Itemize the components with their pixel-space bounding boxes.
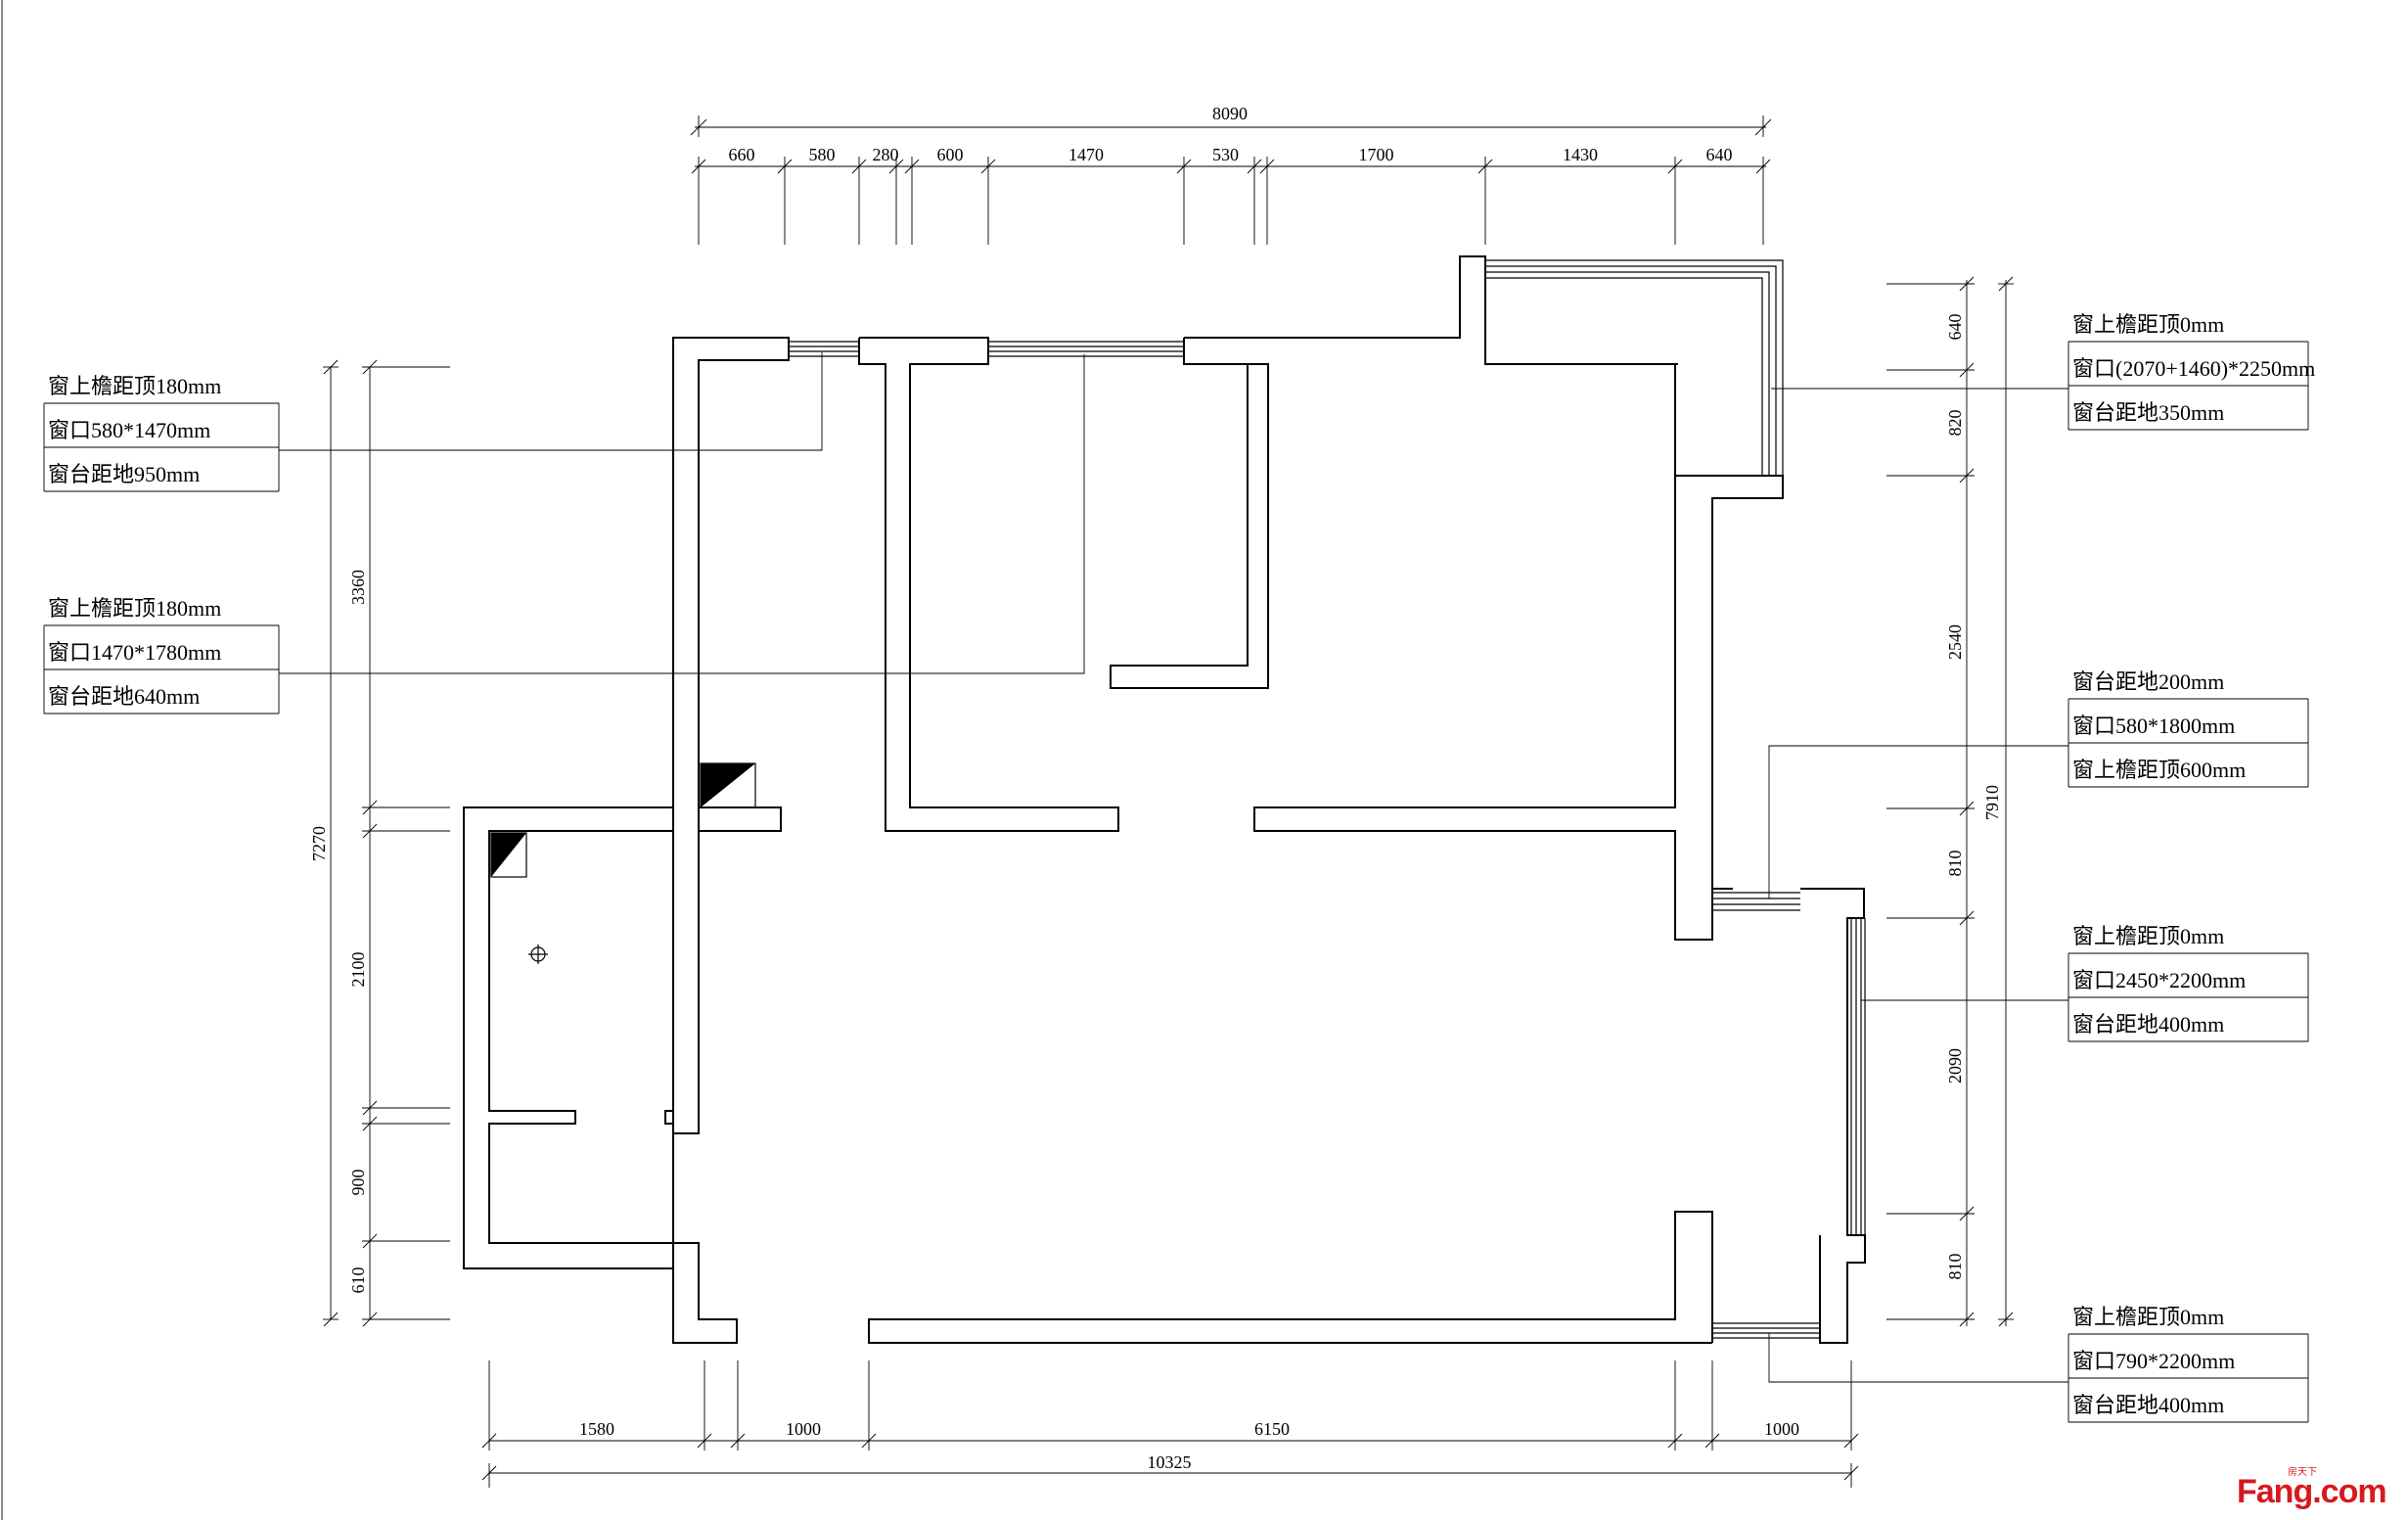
leader-right-4 <box>1768 1333 2068 1383</box>
window-notes: 窗上檐距顶180mm 窗口580*1470mm 窗台距地950mm 窗上檐距顶180… <box>43 312 2315 1423</box>
dim-bottom-segment: 6150 <box>1254 1419 1290 1439</box>
dim-top-total: 8090 <box>1212 104 1248 123</box>
dim-top-segment: 660 <box>729 145 755 164</box>
window-top-2 <box>988 341 1184 357</box>
window-note-line: 窗口580*1800mm <box>2072 714 2235 738</box>
walls <box>463 255 1866 1344</box>
window-note-line: 窗口2450*2200mm <box>2072 968 2246 992</box>
dim-top-segment: 600 <box>937 145 964 164</box>
dimension-geometry <box>323 115 2014 1488</box>
window-right-small <box>1712 892 1800 911</box>
note-table-left-2: 窗上檐距顶180mm 窗口1470*1780mm 窗台距地640mm <box>43 596 280 714</box>
note-table-right-2: 窗台距地200mm 窗口580*1800mm 窗上檐距顶600mm <box>2067 669 2309 788</box>
note-table-left-1: 窗上檐距顶180mm 窗口580*1470mm 窗台距地950mm <box>43 374 280 492</box>
dim-top-segment: 640 <box>1706 145 1733 164</box>
dim-bottom-segment: 1000 <box>786 1419 821 1439</box>
dim-left-segment: 3360 <box>348 570 368 605</box>
dim-bottom-segment: 1580 <box>579 1419 614 1439</box>
note-table-right-3: 窗上檐距顶0mm 窗口2450*2200mm 窗台距地400mm <box>2067 924 2309 1042</box>
window-note-line: 窗上檐距顶0mm <box>2072 1305 2224 1329</box>
dim-left-segment: 900 <box>348 1170 368 1196</box>
leader-left-2 <box>279 354 1085 674</box>
dim-right-total: 7910 <box>1982 785 2002 820</box>
fixtures <box>490 762 756 964</box>
dim-left-segment: 610 <box>348 1267 368 1294</box>
wall-right-lower <box>1800 888 1866 1344</box>
floor-drain-icon <box>528 944 548 964</box>
window-note-line: 窗上檐距顶0mm <box>2072 924 2224 948</box>
fang-logo-text: Fang.com <box>2237 1473 2387 1510</box>
dim-right-segment: 810 <box>1945 1254 1965 1280</box>
wall-far-left <box>463 806 738 1344</box>
window-bay-corner <box>1485 259 1784 476</box>
note-table-right-4: 窗上檐距顶0mm 窗口790*2200mm 窗台距地400mm <box>2067 1305 2309 1423</box>
window-note-line: 窗上檐距顶0mm <box>2072 312 2224 337</box>
window-top-1 <box>789 341 859 357</box>
windows <box>789 259 1866 1339</box>
dim-top-segment: 1470 <box>1068 145 1104 164</box>
fang-logo: 房天下 Fang.com <box>2237 1463 2403 1512</box>
window-note-line: 窗上檐距顶600mm <box>2072 758 2246 782</box>
dim-right-segment: 640 <box>1945 314 1965 341</box>
fang-logo-tag: 房天下 <box>2288 1467 2317 1478</box>
wall-right-inner <box>1253 476 1713 941</box>
dim-right-segment: 820 <box>1945 410 1965 437</box>
dim-top-segment: 1700 <box>1359 145 1394 164</box>
dimension-labels: 8090 660 580 280 600 1470 530 1700 1430 640 1032… <box>309 104 2002 1472</box>
wall-center-column <box>1110 338 1269 689</box>
dim-right-segment: 810 <box>1945 851 1965 877</box>
leader-right-2 <box>1768 745 2068 898</box>
leader-left-1 <box>279 352 823 451</box>
window-note-line: 窗口580*1470mm <box>48 418 210 442</box>
wall-top-mid <box>858 337 1119 832</box>
dim-top-segment: 530 <box>1212 145 1239 164</box>
dim-right-segment: 2540 <box>1945 624 1965 660</box>
window-note-line: 窗上檐距顶180mm <box>48 596 221 621</box>
window-note-line: 窗口1470*1780mm <box>48 640 221 665</box>
wall-left-column <box>672 337 790 1343</box>
dim-right-segment: 2090 <box>1945 1048 1965 1083</box>
dim-top-segment: 280 <box>873 145 899 164</box>
duct-shaft-1-fill <box>701 763 755 807</box>
dim-left-total: 7270 <box>309 826 329 861</box>
dim-bottom-total: 10325 <box>1148 1452 1192 1472</box>
window-note-line: 窗口790*2200mm <box>2072 1349 2235 1373</box>
window-note-line: 窗口(2070+1460)*2250mm <box>2072 356 2315 381</box>
window-note-line: 窗台距地950mm <box>48 462 200 486</box>
window-note-line: 窗台距地200mm <box>2072 669 2224 694</box>
wall-right-upper <box>1485 363 1784 890</box>
window-right-long <box>1850 918 1866 1235</box>
window-bottom-right <box>1712 1322 1820 1339</box>
window-note-line: 窗台距地640mm <box>48 684 200 709</box>
window-note-line: 窗上檐距顶180mm <box>48 374 221 398</box>
dim-bottom-segment: 1000 <box>1764 1419 1799 1439</box>
dim-left-segment: 2100 <box>348 952 368 988</box>
duct-shaft-2-fill <box>491 833 526 877</box>
note-table-right-1: 窗上檐距顶0mm 窗口(2070+1460)*2250mm 窗台距地350mm <box>2067 312 2315 431</box>
wall-notch <box>664 1110 673 1125</box>
window-note-line: 窗台距地400mm <box>2072 1012 2224 1036</box>
window-note-line: 窗台距地400mm <box>2072 1393 2224 1417</box>
window-note-line: 窗台距地350mm <box>2072 400 2224 425</box>
dim-top-segment: 580 <box>809 145 836 164</box>
dim-top-segment: 1430 <box>1563 145 1598 164</box>
wall-bottom <box>868 1211 1713 1344</box>
